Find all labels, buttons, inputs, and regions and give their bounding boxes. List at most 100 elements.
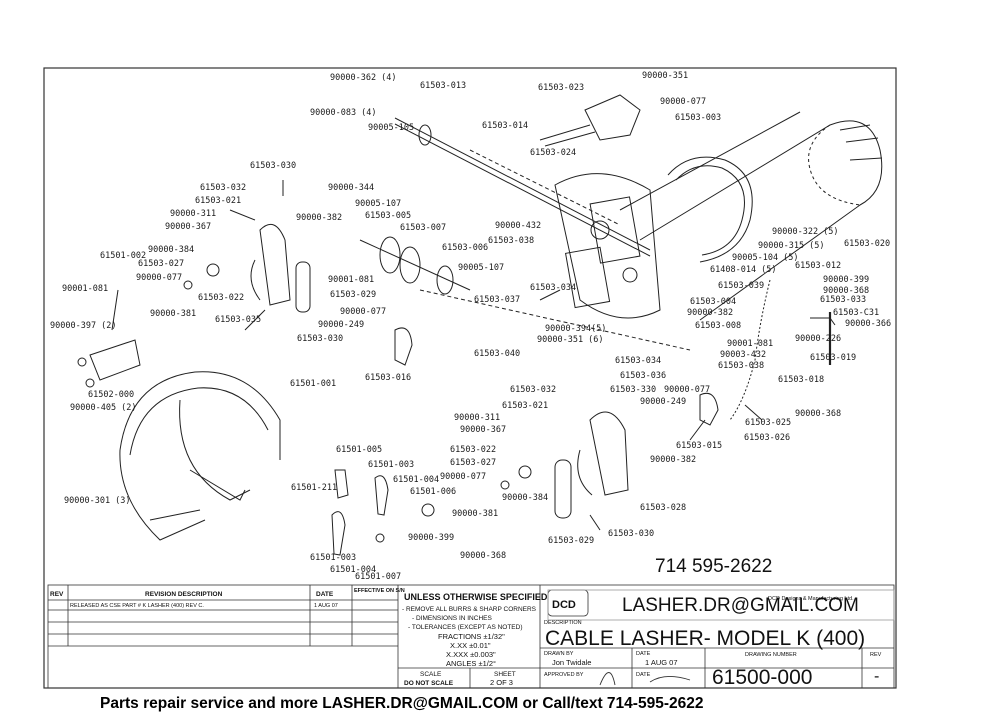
rev-label: REV [870,652,882,658]
drawing-number-label: DRAWING NUMBER [745,652,797,658]
part-label: 61503-038 [718,361,764,371]
part-label: 61503-040 [474,349,520,359]
assembly-line-art [77,94,883,556]
part-label: 61503-C31 [833,308,879,318]
part-label: 61501-005 [336,445,382,455]
part-label: 90000-226 [795,334,841,344]
part-label: 90001-081 [328,275,374,285]
spec-line-4: X.XX ±0.01" [450,641,491,650]
part-label: 90000-381 [452,509,498,519]
part-label: 61503-006 [442,243,488,253]
part-label: 61503-018 [778,375,824,385]
sheet-label: SHEET [494,671,516,678]
part-label: 90000-077 [136,273,182,283]
part-label: 61503-008 [695,321,741,331]
part-label: 61501-002 [100,251,146,261]
signature [599,672,691,686]
part-label: 61503-019 [810,353,856,363]
spec-line-0: - REMOVE ALL BURRS & SHARP CORNERS [402,606,537,613]
part-label: 90000-367 [460,425,506,435]
part-label: 90000-382 [650,455,696,465]
part-label: 61502-000 [88,390,134,400]
part-label: 61501-004 [393,475,439,485]
part-label: 90001-081 [727,339,773,349]
part-label: 90000-368 [795,409,841,419]
drawing-number: 61500-000 [712,666,812,689]
part-label: 90000-382 [687,308,733,318]
spec-title: UNLESS OTHERWISE SPECIFIED [404,592,548,602]
part-label: 90000-351 [642,71,688,81]
part-label: 90000-362 (4) [330,73,397,83]
part-label: 61503-026 [744,433,790,443]
part-label: 61503-023 [538,83,584,93]
part-label: 90000-077 [340,307,386,317]
part-label: 90005-104 (5) [732,253,799,263]
drawn-by-value: Jon Twidale [552,658,591,667]
spec-line-1: - DIMENSIONS IN INCHES [412,615,492,622]
part-label: 61503-030 [608,529,654,539]
part-label: 61503-015 [676,441,722,451]
rev-header: REV [50,591,64,598]
part-label: 61503-013 [420,81,466,91]
rev-value: - [874,668,879,685]
phone-callout: 714 595-2622 [655,556,772,577]
revision-header: REVISION DESCRIPTION [145,591,223,598]
part-label: 61503-021 [195,196,241,206]
drawn-date: 1 AUG 07 [645,658,678,667]
part-label: 90000-382 [296,213,342,223]
part-label: 61503-012 [795,261,841,271]
part-label: 61503-028 [640,503,686,513]
part-label: 61503-004 [690,297,736,307]
part-label: 61503-024 [530,148,576,158]
part-label: 61501-007 [355,572,401,582]
effective-header: EFFECTIVE ON S/N [354,588,405,594]
part-label: 61503-027 [450,458,496,468]
part-label: 61503-022 [198,293,244,303]
description-label: DESCRIPTION [544,620,582,626]
part-label: 90000-367 [165,222,211,232]
part-label: 90000-311 [170,209,216,219]
part-label: 90000-344 [328,183,374,193]
part-label: 61503-033 [820,295,866,305]
part-label: 90003-432 [720,350,766,360]
part-label: 61503-007 [400,223,446,233]
part-label: 90005-107 [355,199,401,209]
date-label: DATE [636,651,651,657]
footer-contact-line: Parts repair service and more LASHER.DR@… [100,695,704,712]
part-label: 61503-014 [482,121,528,131]
drawn-by-label: DRAWN BY [544,651,574,657]
part-label: 61408-014 (5) [710,265,777,275]
part-label: 90000-366 [845,319,891,329]
part-label: 90000-322 (5) [772,227,839,237]
part-label: 90000-384 [502,493,548,503]
part-label: 90000-311 [454,413,500,423]
part-label: 61503-036 [620,371,666,381]
part-label: 61503-038 [488,236,534,246]
part-label: 90000-384 [148,245,194,255]
email-callout: LASHER.DR@GMAIL.COM [622,595,859,616]
part-label: 90000-301 (3) [64,496,131,506]
part-label: 61501-003 [310,553,356,563]
scale-label: SCALE [420,671,442,678]
part-label: 90000-249 [318,320,364,330]
spec-line-3: FRACTIONS ±1/32" [438,632,505,641]
approved-date-label: DATE [636,672,651,678]
spec-line-2: - TOLERANCES (EXCEPT AS NOTED) [408,624,523,631]
title-block-text: REV REVISION DESCRIPTION DATE EFFECTIVE … [50,588,882,689]
part-label: 90000-381 [150,309,196,319]
part-label: 61503-032 [510,385,556,395]
title-block [47,584,895,689]
part-label: 61503-016 [365,373,411,383]
rev-row-text: RELEASED AS CSE PART # K LASHER (400) RE… [70,603,204,609]
part-label: 90000-432 [495,221,541,231]
part-label: 90000-368 [823,286,869,296]
part-label: 61503-029 [330,290,376,300]
part-label: 61503-034 [615,356,661,366]
spec-line-5: X.XXX ±0.003" [446,650,496,659]
part-label: 61503-039 [718,281,764,291]
part-label: 61503-037 [474,295,520,305]
part-label: 61501-006 [410,487,456,497]
shield-housing [119,371,281,541]
part-label: 90005-105 [368,123,414,133]
